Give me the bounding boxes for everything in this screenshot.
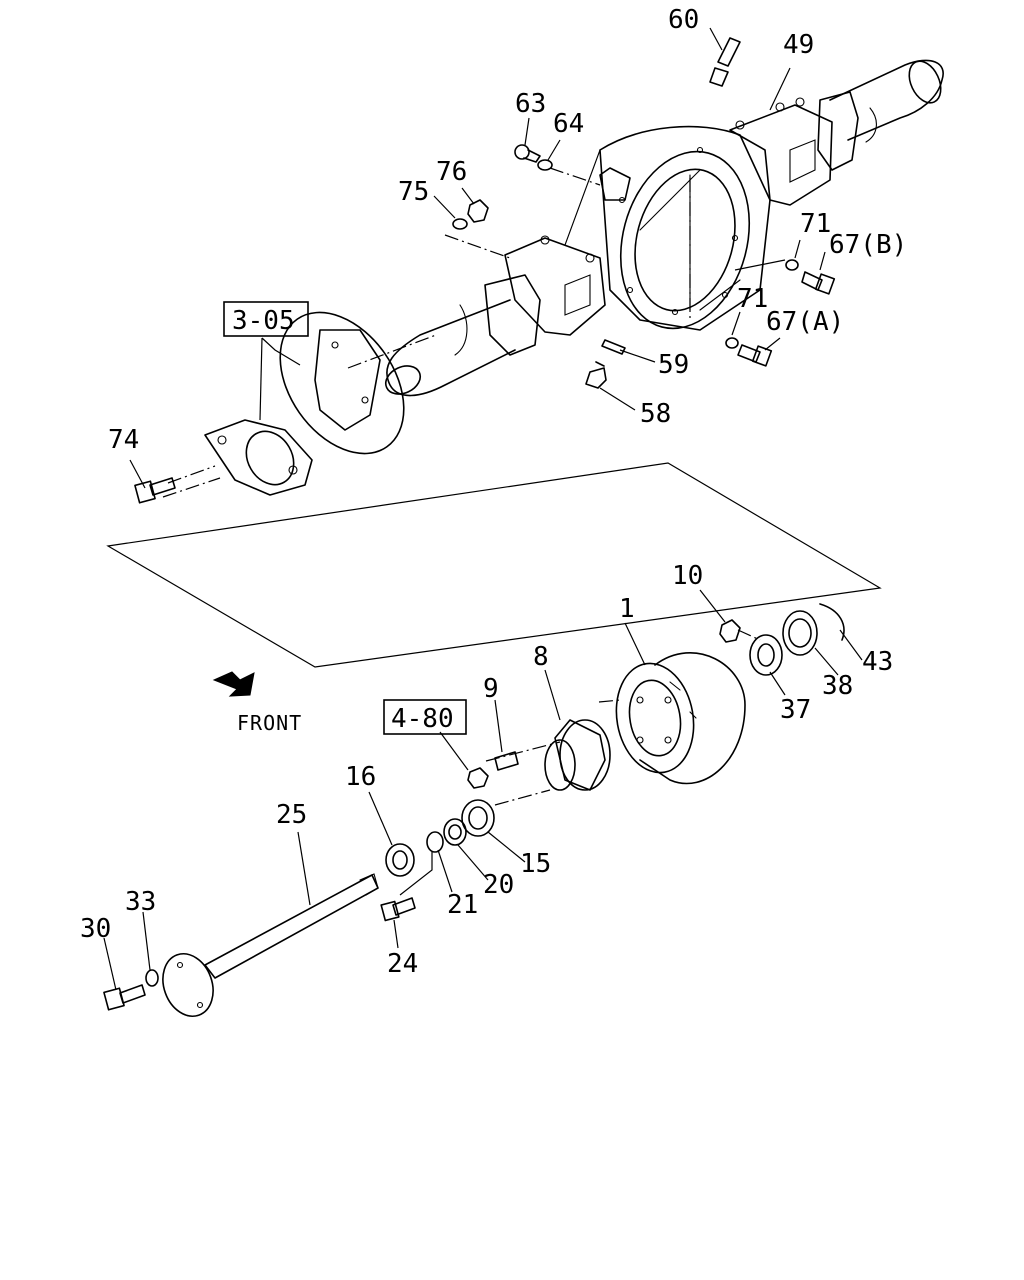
callout-60: 60 — [668, 5, 699, 35]
bolt-67b — [801, 271, 836, 295]
callout-71-upper: 71 — [800, 209, 831, 239]
bolt-67a — [737, 344, 773, 367]
brake-drum — [615, 652, 746, 785]
callout-25: 25 — [276, 800, 307, 830]
nut-20 — [443, 818, 467, 846]
washer-75 — [452, 218, 468, 230]
callout-10: 10 — [672, 561, 703, 591]
nut-10 — [719, 619, 741, 643]
callout-8: 8 — [533, 642, 549, 672]
svg-text:3-05: 3-05 — [232, 306, 295, 336]
washer-64 — [537, 159, 553, 171]
bearing-37 — [749, 634, 783, 676]
callout-20: 20 — [483, 870, 514, 900]
hub-8 — [544, 719, 611, 791]
axle-housing — [384, 59, 944, 397]
callout-15: 15 — [520, 849, 551, 879]
bolt-63 — [514, 144, 541, 163]
assembly-outline — [106, 462, 882, 668]
front-label: FRONT — [237, 711, 302, 735]
reference-3-05[interactable]: 3-05 — [223, 301, 309, 337]
washer-71-lower — [725, 337, 739, 349]
callout-67a: 67(A) — [766, 307, 844, 337]
callout-24: 24 — [387, 949, 418, 979]
washer-33 — [145, 969, 159, 987]
lock-washer-21 — [426, 831, 444, 853]
callout-71-lower: 71 — [737, 284, 768, 314]
plug-59 — [601, 339, 626, 355]
seal-38 — [782, 610, 818, 656]
bearing-15 — [461, 799, 495, 837]
bolt-30 — [103, 984, 146, 1011]
part-callouts: 60 49 63 64 76 75 71 67(B) 71 67(A) 59 5… — [80, 5, 907, 979]
callout-75: 75 — [398, 177, 429, 207]
callout-37: 37 — [780, 695, 811, 725]
vent-plug — [709, 37, 741, 87]
callout-74: 74 — [108, 425, 139, 455]
plug-58 — [585, 361, 607, 389]
washer-71-upper — [785, 259, 799, 271]
callout-59: 59 — [658, 350, 689, 380]
leader-lines — [103, 27, 863, 991]
callout-63: 63 — [515, 89, 546, 119]
bolt-9 — [494, 751, 519, 771]
callout-21: 21 — [447, 890, 478, 920]
seal-16 — [385, 843, 415, 877]
callout-30: 30 — [80, 914, 111, 944]
nut-4-80 — [467, 767, 489, 789]
callout-38: 38 — [822, 671, 853, 701]
reference-4-80[interactable]: 4-80 — [383, 699, 467, 735]
callout-16: 16 — [345, 762, 376, 792]
axle-shaft-25 — [162, 873, 379, 1017]
callout-33: 33 — [125, 887, 156, 917]
nut-76 — [467, 199, 489, 223]
front-arrow-icon — [212, 671, 255, 697]
callout-76: 76 — [436, 157, 467, 187]
callout-1: 1 — [619, 594, 635, 624]
bolt-74 — [134, 477, 176, 504]
callout-49: 49 — [783, 30, 814, 60]
callout-67b: 67(B) — [829, 230, 907, 260]
center-lines — [162, 167, 761, 806]
callout-64: 64 — [553, 109, 584, 139]
callout-43: 43 — [862, 647, 893, 677]
brake-backing-plate — [204, 419, 313, 496]
bolt-24 — [380, 897, 416, 922]
svg-text:4-80: 4-80 — [391, 704, 454, 734]
dust-shield — [279, 311, 405, 455]
callout-9: 9 — [483, 674, 499, 704]
callout-58: 58 — [640, 399, 671, 429]
snap-ring-43 — [819, 603, 845, 641]
